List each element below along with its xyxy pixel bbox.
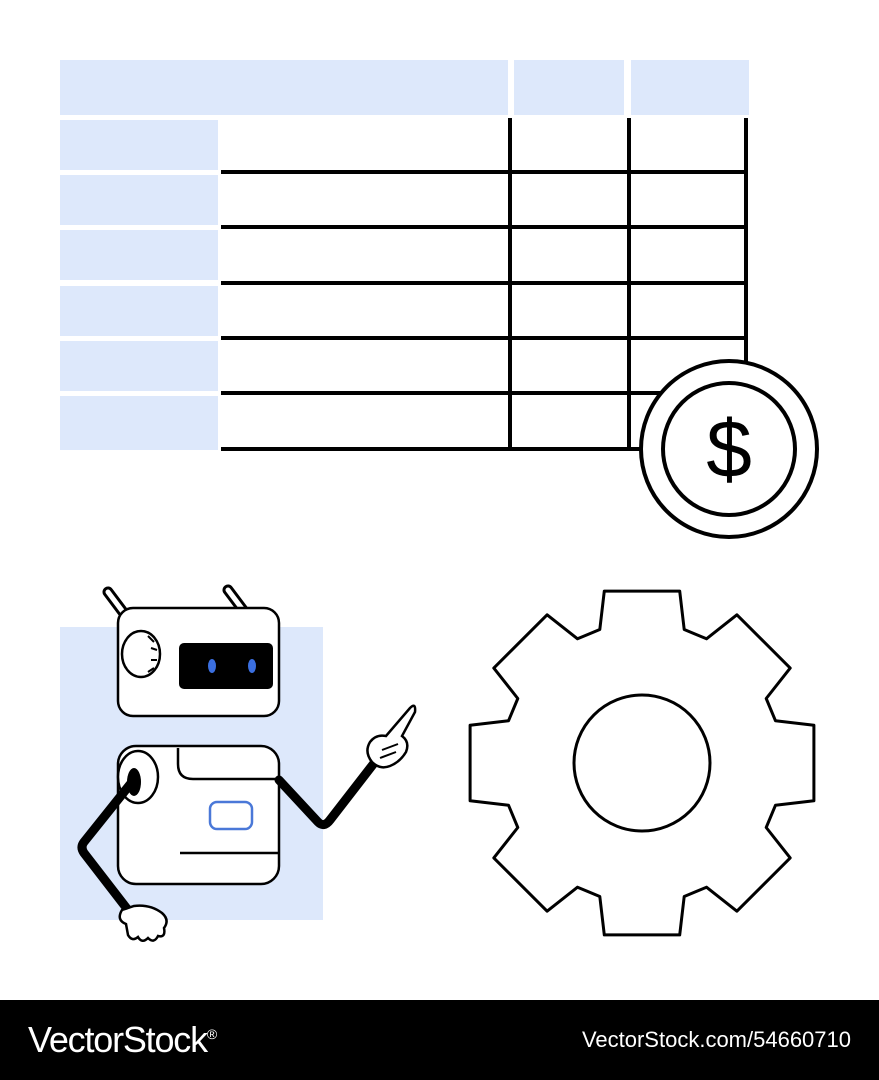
robot-left-arm — [77, 777, 168, 942]
robot-head — [116, 606, 281, 718]
table-header-cell — [514, 60, 624, 115]
robot-ear-knob — [120, 629, 162, 679]
dollar-coin-icon: $ — [639, 359, 819, 539]
robot-hand — [118, 904, 168, 942]
robot-eye — [208, 659, 216, 673]
table-row-header — [60, 286, 218, 336]
table-header-cell — [631, 60, 749, 115]
table-row-header — [60, 396, 218, 450]
robot-panel — [208, 800, 254, 831]
watermark-footer: VectorStock® VectorStock.com/54660710 — [0, 1000, 879, 1080]
robot-pointing-hand — [366, 704, 417, 769]
gear-icon — [468, 589, 816, 937]
table-header-cell — [60, 60, 508, 115]
robot-right-arm — [274, 704, 417, 830]
robot-icon — [60, 584, 417, 942]
table-row-header — [60, 120, 218, 170]
image-id-text: VectorStock.com/54660710 — [581, 1027, 851, 1052]
robot-body — [116, 744, 281, 886]
table-grid — [221, 118, 748, 451]
table-row-header — [60, 341, 218, 391]
currency-symbol: $ — [706, 404, 752, 495]
illustration: $ — [60, 60, 819, 942]
table-row-header — [60, 230, 218, 280]
gear-hole — [572, 693, 712, 833]
spreadsheet-table-icon — [60, 60, 749, 451]
vectorstock-logo: VectorStock® — [28, 1019, 217, 1060]
robot-eye — [248, 659, 256, 673]
table-row-header — [60, 175, 218, 225]
